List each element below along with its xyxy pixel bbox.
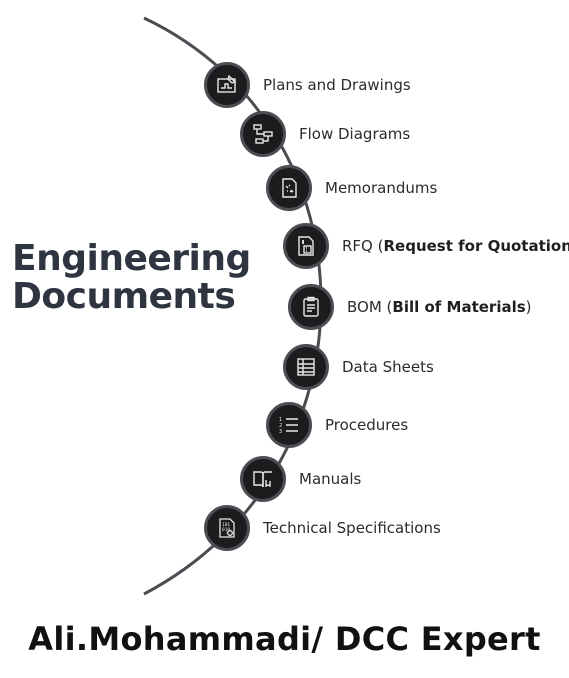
list-item-plans-drawings: Plans and Drawings	[204, 62, 411, 108]
manual-book-icon	[240, 456, 286, 502]
item-label: RFQ (Request for Quotation)	[342, 237, 569, 255]
list-item-technical-specifications: 101 010 Technical Specifications	[204, 505, 441, 551]
data-sheet-icon	[283, 344, 329, 390]
item-label: Plans and Drawings	[263, 76, 411, 94]
list-item-manuals: Manuals	[240, 456, 361, 502]
memo-document-icon	[266, 165, 312, 211]
svg-text:010: 010	[222, 527, 230, 533]
numbered-list-icon: 1 2 3	[266, 402, 312, 448]
title-line-2: Documents	[12, 276, 236, 317]
item-label: Procedures	[325, 416, 409, 434]
svg-text:3: 3	[279, 429, 282, 435]
flowchart-icon	[240, 111, 286, 157]
item-label: Flow Diagrams	[299, 125, 411, 143]
list-item-procedures: 1 2 3 Procedures	[266, 402, 408, 448]
binary-settings-icon: 101 010	[204, 505, 250, 551]
title-line-1: Engineering	[12, 238, 251, 279]
list-item-rfq: RFQ (Request for Quotation)	[283, 223, 569, 269]
list-item-memorandums: Memorandums	[266, 165, 437, 211]
item-label: Manuals	[299, 470, 362, 488]
item-label: BOM (Bill of Materials)	[347, 298, 532, 316]
list-item-bom: BOM (Bill of Materials)	[288, 284, 532, 330]
svg-text:2: 2	[279, 423, 282, 429]
list-item-flow-diagrams: Flow Diagrams	[240, 111, 410, 157]
author-credit: Ali.Mohammadi/ DCC Expert	[28, 620, 541, 658]
invoice-calculator-icon	[283, 223, 329, 269]
svg-text:1: 1	[279, 417, 282, 423]
page-title: Engineering Documents	[12, 238, 251, 317]
clipboard-list-icon	[288, 284, 334, 330]
item-label: Data Sheets	[342, 358, 434, 376]
blueprint-icon	[204, 62, 250, 108]
list-item-data-sheets: Data Sheets	[283, 344, 434, 390]
item-label: Memorandums	[325, 179, 438, 197]
item-label: Technical Specifications	[263, 519, 441, 537]
svg-text:101: 101	[222, 522, 230, 528]
